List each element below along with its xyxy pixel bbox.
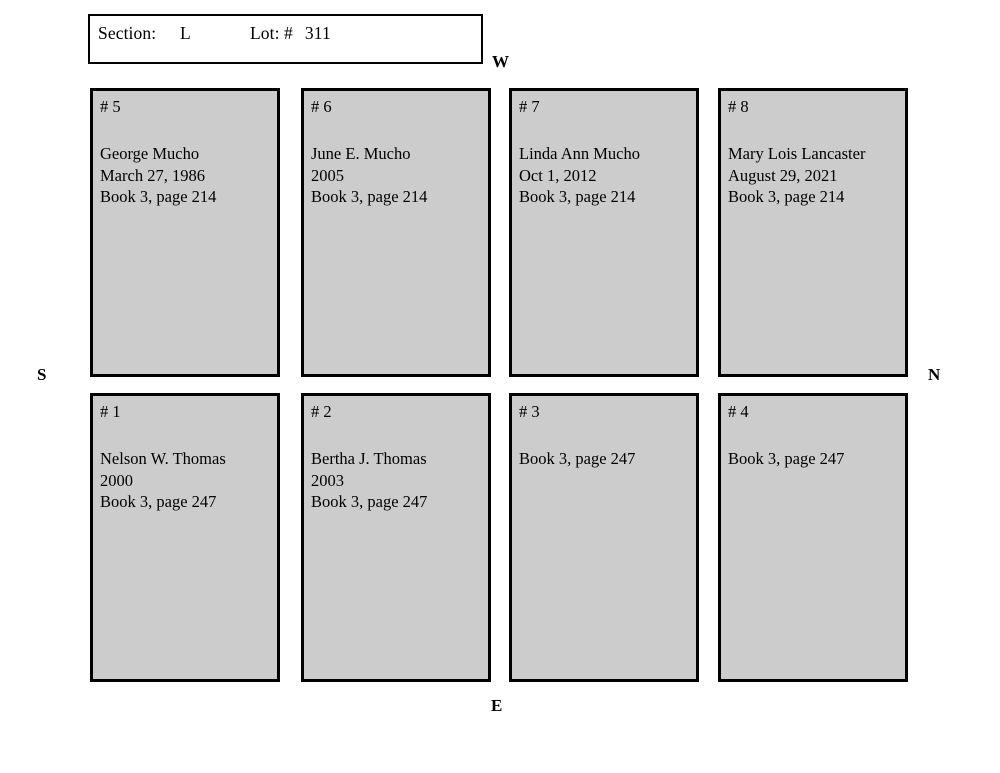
compass-label-south: S <box>37 365 47 384</box>
section-value: L <box>180 23 191 43</box>
plot-cell[interactable]: # 7 Linda Ann Mucho Oct 1, 2012 Book 3, … <box>509 88 699 377</box>
lot-header-box: Section: L Lot: # 311 <box>88 14 483 64</box>
plot-cell[interactable]: # 5 George Mucho March 27, 1986 Book 3, … <box>90 88 280 377</box>
plot-details: Linda Ann Mucho Oct 1, 2012 Book 3, page… <box>519 144 640 206</box>
lot-header-line: Section: L Lot: # 311 <box>98 22 331 44</box>
plot-number: # 7 <box>519 97 540 116</box>
plot-number: # 4 <box>728 402 749 421</box>
plot-details: June E. Mucho 2005 Book 3, page 214 <box>311 144 428 206</box>
plot-number: # 1 <box>100 402 121 421</box>
plot-cell[interactable]: # 8 Mary Lois Lancaster August 29, 2021 … <box>718 88 908 377</box>
plot-details: Nelson W. Thomas 2000 Book 3, page 247 <box>100 449 226 511</box>
plot-number: # 8 <box>728 97 749 116</box>
lot-number-value: 311 <box>304 23 331 43</box>
plot-details: George Mucho March 27, 1986 Book 3, page… <box>100 144 217 206</box>
plot-cell[interactable]: # 1 Nelson W. Thomas 2000 Book 3, page 2… <box>90 393 280 682</box>
plot-cell[interactable]: # 2 Bertha J. Thomas 2003 Book 3, page 2… <box>301 393 491 682</box>
plot-cell[interactable]: # 6 June E. Mucho 2005 Book 3, page 214 <box>301 88 491 377</box>
section-label: Section: <box>98 23 157 43</box>
plot-details: Mary Lois Lancaster August 29, 2021 Book… <box>728 144 866 206</box>
compass-label-west: W <box>492 52 509 71</box>
plot-details: Bertha J. Thomas 2003 Book 3, page 247 <box>311 449 428 511</box>
plot-details: Book 3, page 247 <box>519 449 636 468</box>
compass-label-east: E <box>491 696 503 715</box>
plot-cell[interactable]: # 3 Book 3, page 247 <box>509 393 699 682</box>
lot-label: Lot: # <box>250 23 293 43</box>
plot-number: # 5 <box>100 97 121 116</box>
plot-number: # 2 <box>311 402 332 421</box>
plot-cell[interactable]: # 4 Book 3, page 247 <box>718 393 908 682</box>
compass-label-north: N <box>928 365 941 384</box>
plot-number: # 3 <box>519 402 540 421</box>
plot-details: Book 3, page 247 <box>728 449 845 468</box>
plot-number: # 6 <box>311 97 332 116</box>
